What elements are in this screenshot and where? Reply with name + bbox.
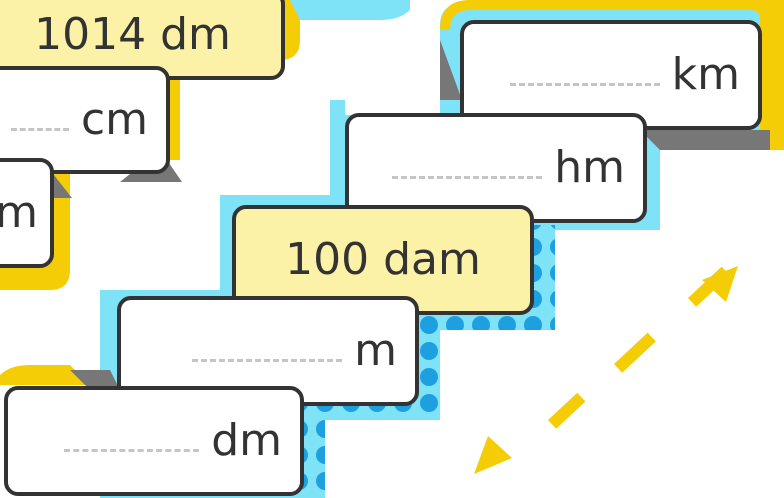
unit-label-km: km <box>671 49 740 100</box>
unit-label-dm: dm <box>211 415 282 466</box>
right-stair-shadow-3 <box>70 370 120 390</box>
given-value-text: 1014 dm <box>34 9 231 60</box>
answer-box-hm[interactable]: hm <box>345 113 647 223</box>
right-stair-shadow <box>440 40 462 100</box>
right-stair-shadow-2 <box>640 130 770 150</box>
left-stair-blue-edge <box>290 0 410 20</box>
unit-label-m: m <box>354 325 397 376</box>
given-value-text: 100 dam <box>285 234 481 285</box>
answer-blank[interactable] <box>192 358 343 362</box>
answer-blank[interactable] <box>392 175 543 179</box>
answer-blank[interactable] <box>10 127 69 131</box>
answer-box-mm[interactable]: m <box>0 158 54 268</box>
answer-box-dm[interactable]: dm <box>4 386 304 496</box>
unit-label-mm: m <box>0 187 38 238</box>
unit-label-hm: hm <box>554 142 625 193</box>
answer-box-cm[interactable]: cm <box>0 66 170 174</box>
double-arrow-icon <box>474 266 738 474</box>
answer-blank[interactable] <box>64 448 200 452</box>
right-stair-dots <box>300 225 555 498</box>
right-stair-yellow-foot <box>0 365 90 385</box>
unit-label-cm: cm <box>80 94 148 145</box>
left-stair-shadow-2 <box>50 170 72 198</box>
answer-box-km[interactable]: km <box>460 20 762 130</box>
answer-blank[interactable] <box>509 82 660 86</box>
